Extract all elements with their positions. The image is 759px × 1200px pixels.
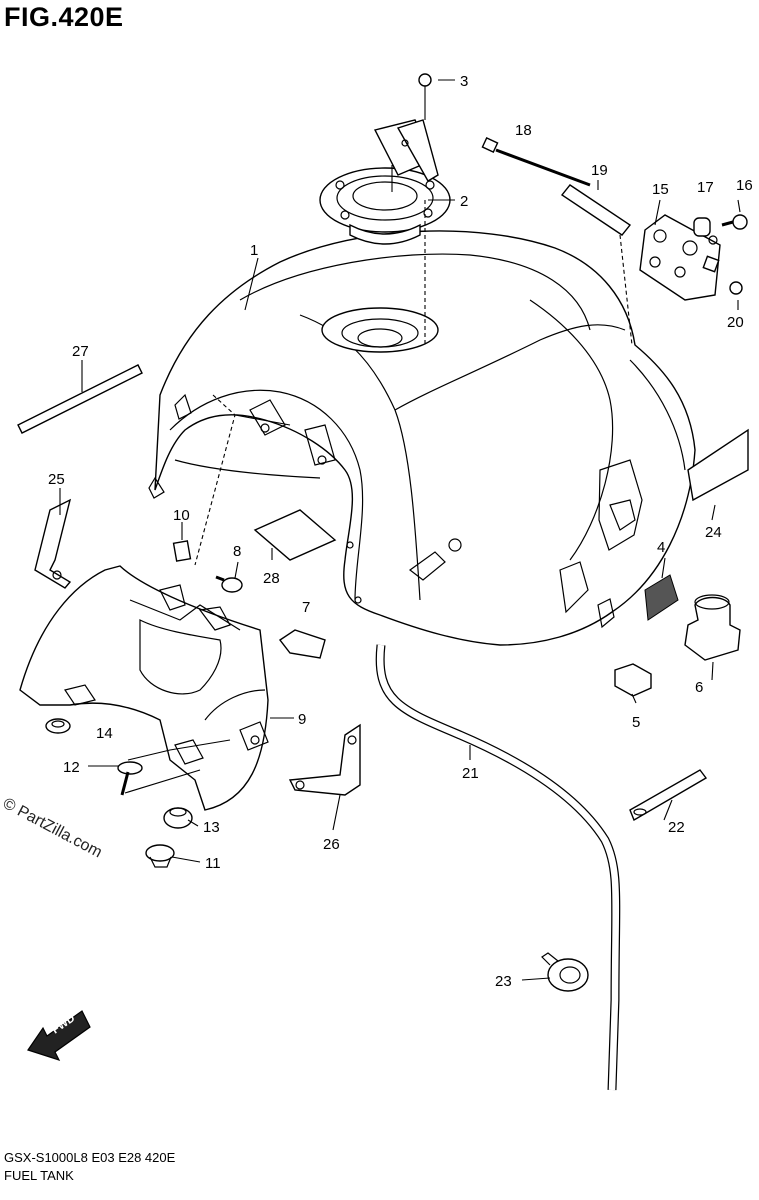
bracket-26-part[interactable] <box>288 723 361 796</box>
fuel-cap-part[interactable] <box>319 119 451 245</box>
clip-10-part[interactable] <box>172 540 192 562</box>
cushion-part[interactable] <box>163 807 193 829</box>
hose-part[interactable] <box>375 644 621 1091</box>
callout-8: 8 <box>233 543 241 560</box>
screw-part[interactable] <box>418 73 432 120</box>
sensor-part[interactable] <box>644 574 679 621</box>
callout-6: 6 <box>695 679 703 696</box>
bracket-25-part[interactable] <box>34 498 72 589</box>
bolt-12-part[interactable] <box>117 761 143 796</box>
callout-9: 9 <box>298 711 306 728</box>
callout-11: 11 <box>205 855 221 872</box>
callout-5: 5 <box>632 714 640 731</box>
nut-part[interactable] <box>729 281 743 295</box>
callout-1: 1 <box>250 242 258 259</box>
seal-strip-part[interactable] <box>17 364 143 434</box>
label-28-part[interactable] <box>253 509 337 561</box>
callout-12: 12 <box>63 759 80 776</box>
leader-lines <box>59 79 741 981</box>
callout-14: 14 <box>96 725 113 742</box>
label-24-part[interactable] <box>687 428 749 502</box>
callout-23: 23 <box>495 973 512 990</box>
callout-22: 22 <box>668 819 685 836</box>
callout-18: 18 <box>515 122 532 139</box>
bolt-part[interactable] <box>481 137 591 187</box>
rivet-part[interactable] <box>145 844 175 868</box>
fuel-tank-part[interactable] <box>148 230 696 646</box>
callout-15: 15 <box>652 181 669 198</box>
washer-bolt-part[interactable] <box>721 214 748 230</box>
callout-28: 28 <box>263 570 280 587</box>
grommet-14-part[interactable] <box>45 718 71 734</box>
callout-25: 25 <box>48 471 65 488</box>
callout-13: 13 <box>203 819 220 836</box>
block-6-part[interactable] <box>684 594 741 661</box>
callout-16: 16 <box>736 177 753 194</box>
callout-26: 26 <box>323 836 340 853</box>
model-code: GSX-S1000L8 E03 E28 420E <box>4 1150 176 1165</box>
callout-labels: 1 2 3 4 5 6 7 8 9 10 11 12 13 14 15 16 1… <box>48 73 753 990</box>
section-name: FUEL TANK <box>4 1168 74 1183</box>
callout-24: 24 <box>705 524 722 541</box>
figure-title: FIG.420E <box>4 2 124 32</box>
sleeve-part[interactable] <box>560 184 632 236</box>
callout-27: 27 <box>72 343 89 360</box>
bolt-8-part[interactable] <box>215 575 243 593</box>
hose-clamp-part[interactable] <box>541 952 589 992</box>
strap-part[interactable] <box>629 769 708 822</box>
callout-3: 3 <box>460 73 468 90</box>
cushion-5-part[interactable] <box>614 663 652 697</box>
lower-cover-part[interactable] <box>19 565 269 811</box>
callout-21: 21 <box>462 765 479 782</box>
callout-4: 4 <box>657 539 665 556</box>
pad-part[interactable] <box>278 629 326 659</box>
callout-7: 7 <box>302 599 310 616</box>
callout-10: 10 <box>173 507 190 524</box>
callout-19: 19 <box>591 162 608 179</box>
forward-arrow-icon: FWD <box>27 1010 91 1062</box>
callout-17: 17 <box>697 179 714 196</box>
callout-20: 20 <box>727 314 744 331</box>
collar-part[interactable] <box>693 217 711 237</box>
callout-2: 2 <box>460 193 468 210</box>
clip-part[interactable] <box>702 255 720 273</box>
